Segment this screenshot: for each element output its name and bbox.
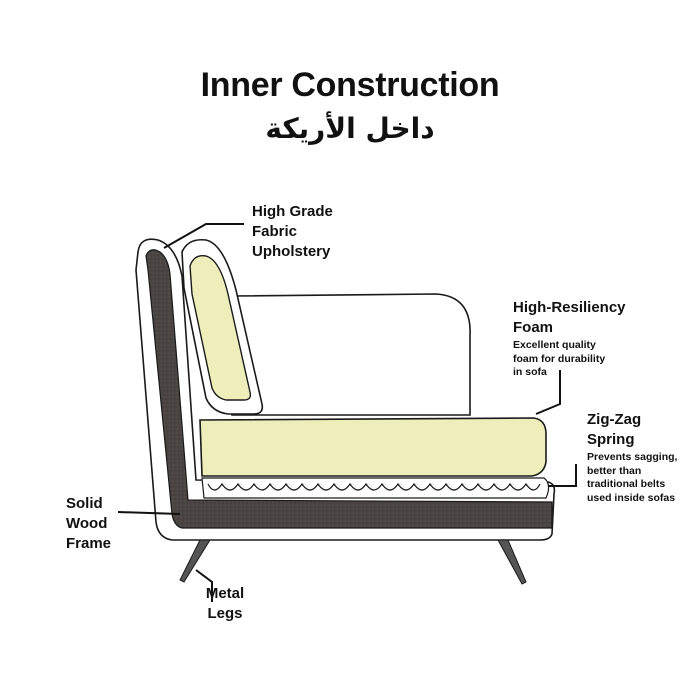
leader-spring [548, 464, 577, 487]
diagram-subtitle-arabic: داخل الأريكة [265, 112, 435, 145]
label-fabric-upholstery: High Grade Fabric Upholstery [252, 203, 333, 260]
diagram-title: Inner Construction [200, 66, 500, 104]
seat-foam [199, 417, 547, 477]
leader-frame [117, 511, 181, 515]
label-solid-wood-frame: Solid Wood Frame [66, 495, 112, 552]
label-high-resiliency-foam: High-Resiliency Foam Excellent quality f… [513, 299, 626, 378]
metal-leg-right [497, 539, 527, 585]
wood-frame [145, 249, 553, 529]
label-metal-legs: Metal Legs [205, 585, 245, 622]
armrest [231, 293, 471, 416]
label-zig-zag-spring: Zig-Zag Spring Prevents sagging, better … [587, 411, 678, 504]
metal-leg-left [179, 539, 211, 583]
leader-fabric [163, 223, 244, 249]
leader-legs [195, 569, 213, 602]
zig-zag-spring [201, 477, 550, 499]
leader-foam [535, 370, 561, 415]
back-cushion-foam [189, 255, 252, 401]
